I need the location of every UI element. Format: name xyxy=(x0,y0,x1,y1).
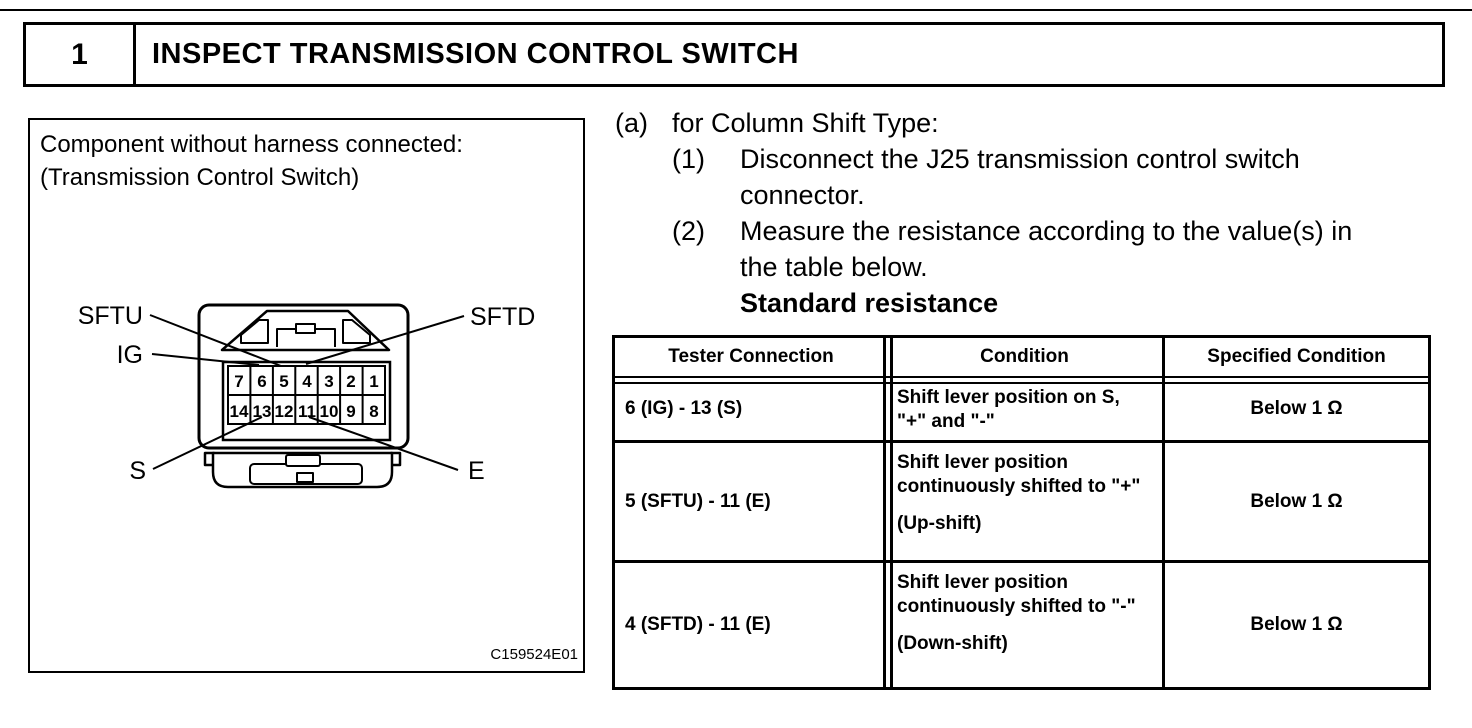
step-number: 1 xyxy=(26,25,136,84)
table-row-3-tester-connection: 4 (SFTD) - 11 (E) xyxy=(625,614,771,635)
pin-12: 12 xyxy=(275,402,294,421)
table-row-1-tester-connection: 6 (IG) - 13 (S) xyxy=(615,378,887,443)
header-double-line xyxy=(615,382,1428,384)
pin-5: 5 xyxy=(279,372,288,391)
pin-10: 10 xyxy=(320,402,339,421)
table-row-2-tester-connection: 5 (SFTU) - 11 (E) xyxy=(615,443,887,563)
table-row-2-condition: Shift lever position continuously shifte… xyxy=(887,443,1165,563)
pin-6: 6 xyxy=(257,372,266,391)
lock-center-tab xyxy=(295,323,316,334)
step-1-line-2: connector. xyxy=(740,180,865,210)
procedure: (a) for Column Shift Type: (1) Disconnec… xyxy=(612,108,1452,328)
label-ig: IG xyxy=(117,341,143,369)
step-2-line-1: (2) Measure the resistance according to … xyxy=(612,216,1452,252)
pin-9: 9 xyxy=(346,402,355,421)
pin-8: 8 xyxy=(369,402,378,421)
pin-11: 11 xyxy=(298,402,316,421)
procedure-item-a: (a) for Column Shift Type: xyxy=(612,108,1452,144)
leader-sftu xyxy=(149,314,282,367)
pin-14: 14 xyxy=(230,402,249,421)
column-1-double-line-b xyxy=(890,338,893,687)
col-header-tester-connection: Tester Connection xyxy=(615,338,887,378)
page-top-rule xyxy=(0,9,1472,11)
step-2-text: Measure the resistance according to the … xyxy=(740,216,1353,246)
pin-3: 3 xyxy=(324,372,333,391)
label-e: E xyxy=(468,457,485,485)
label-sftd: SFTD xyxy=(470,303,535,331)
table-row-1-condition: Shift lever position on S, "+" and "-" xyxy=(887,378,1165,443)
table-row-2-condition-note: (Up-shift) xyxy=(897,513,982,534)
step-1-text: Disconnect the J25 transmission control … xyxy=(740,144,1300,174)
table-row-1-specified-condition: Below 1 Ω xyxy=(1165,378,1428,443)
leader-s xyxy=(152,416,263,470)
step-1-line-1: (1) Disconnect the J25 transmission cont… xyxy=(612,144,1452,180)
figure-box xyxy=(28,118,585,673)
table-row-3-condition: Shift lever position continuously shifte… xyxy=(887,563,1165,687)
pin-1: 1 xyxy=(369,372,378,391)
step-2-marker: (2) xyxy=(672,216,705,246)
figure-caption-line2: (Transmission Control Switch) xyxy=(40,164,360,191)
col-header-specified-condition: Specified Condition xyxy=(1165,338,1428,378)
item-a-text: for Column Shift Type: xyxy=(672,108,939,138)
step-1-marker: (1) xyxy=(672,144,705,174)
figure-caption: Component without harness connected: (Tr… xyxy=(40,128,560,194)
leader-e xyxy=(308,416,459,471)
lock-hole-right xyxy=(342,319,371,344)
column-1-double-line-a xyxy=(883,338,886,687)
leader-ig xyxy=(151,353,260,366)
pin-4: 4 xyxy=(302,372,312,391)
connector-diagram: 7 6 5 4 3 2 1 14 13 12 11 10 9 8 SFTU IG… xyxy=(78,302,578,663)
figure-code: C159524E01 xyxy=(490,646,578,663)
table-row-2-specified-condition: Below 1 Ω xyxy=(1165,443,1428,563)
resistance-table: Tester Connection Condition Specified Co… xyxy=(612,335,1431,690)
table-row-3-specified-condition: Below 1 Ω xyxy=(1250,614,1343,635)
pin-13: 13 xyxy=(253,402,272,421)
pin-2: 2 xyxy=(346,372,355,391)
flange-latch-slot xyxy=(296,472,314,483)
figure-caption-line1: Component without harness connected: xyxy=(40,131,463,158)
lock-hole-left xyxy=(240,319,269,344)
item-a-marker: (a) xyxy=(615,108,648,138)
connector-body xyxy=(197,303,410,450)
col-header-condition: Condition xyxy=(887,338,1165,378)
flange-latch-tab xyxy=(285,454,321,467)
pin-7: 7 xyxy=(234,372,243,391)
label-s: S xyxy=(129,457,146,485)
step-header-bar: 1 INSPECT TRANSMISSION CONTROL SWITCH xyxy=(23,22,1445,87)
leader-sftd xyxy=(305,315,465,365)
label-sftu: SFTU xyxy=(78,302,143,330)
table-row-3-condition-note: (Down-shift) xyxy=(897,633,1008,654)
table-title: Standard resistance xyxy=(740,288,999,318)
step-2-line-2: the table below. xyxy=(740,252,928,282)
step-title: INSPECT TRANSMISSION CONTROL SWITCH xyxy=(152,38,799,70)
